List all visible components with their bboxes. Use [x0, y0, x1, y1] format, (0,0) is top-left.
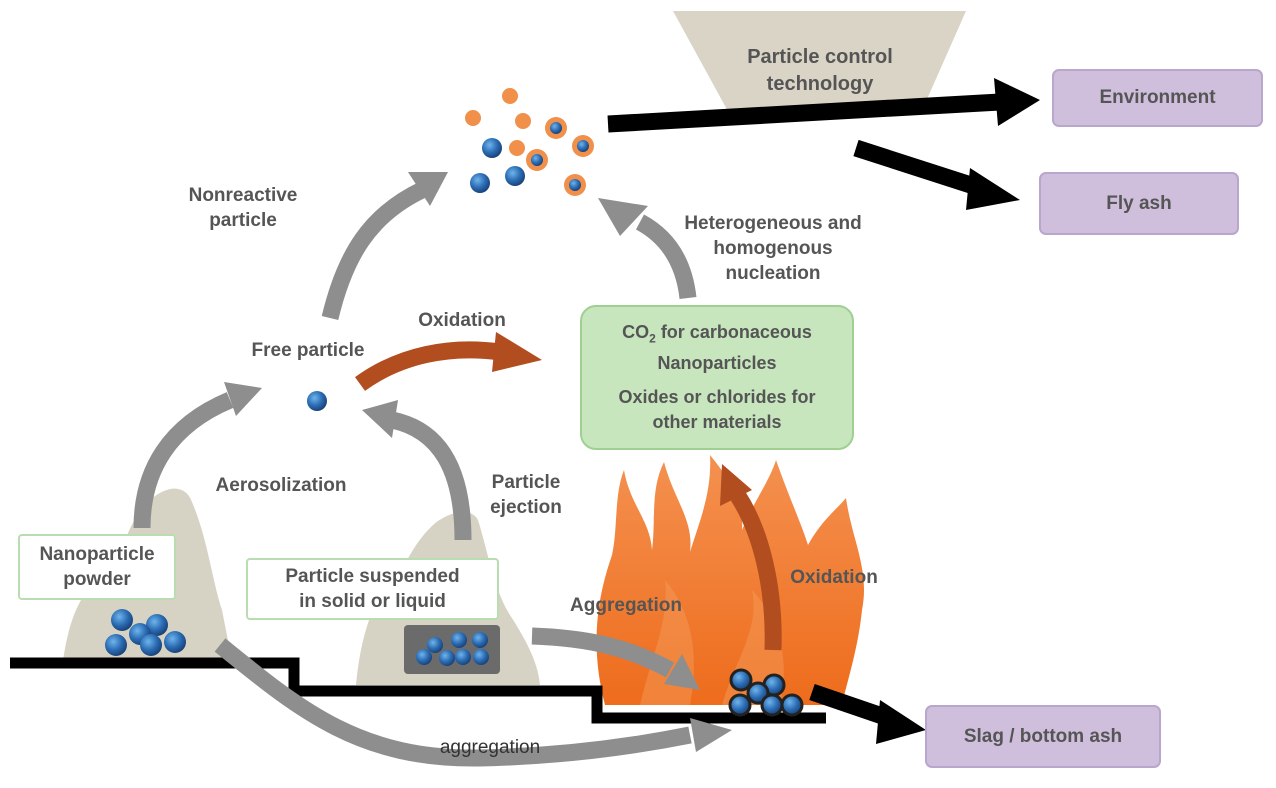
free-particle-text: Free particle — [251, 340, 365, 361]
particle-control-funnel — [673, 11, 966, 115]
co2-rest: for carbonaceous — [655, 321, 812, 342]
aggregate-particles — [728, 668, 804, 717]
particle-suspended-box: Particle suspended in solid or liquid — [246, 558, 499, 620]
environment-box: Environment — [1052, 69, 1263, 127]
nonreactive-line1: Nonreactive — [188, 185, 298, 206]
aerosolization-arrow — [133, 392, 234, 529]
nonreactive-particle-label: Nonreactive particle — [178, 183, 308, 233]
products-line3: Oxides or chlorides for — [618, 387, 816, 408]
particle-ejection-label: Particle ejection — [476, 470, 576, 520]
control-line2: technology — [766, 73, 874, 95]
nucleation-label: Heterogeneous and homogenous nucleation — [658, 211, 888, 286]
aggregation-lower-arrow — [214, 638, 692, 767]
powder-line2: powder — [63, 569, 131, 590]
control-line1: Particle control — [747, 46, 893, 68]
oxidation-top-label: Oxidation — [402, 308, 522, 333]
black-arrowheads — [876, 78, 1040, 744]
powder-particles — [105, 609, 186, 656]
aggregation-upper-arrow — [531, 627, 675, 678]
control-technology-label: Particle control technology — [700, 44, 940, 98]
co2-prefix: CO — [622, 321, 650, 342]
oxidation-products-box: CO2 for carbonaceous Nanoparticles Oxide… — [580, 305, 854, 450]
nonreactive-line2: particle — [209, 210, 277, 231]
suspended-line2: in solid or liquid — [299, 591, 446, 612]
aggregation-upper-label: Aggregation — [556, 593, 696, 618]
gray-arrows — [133, 182, 697, 767]
suspended-line1: Particle suspended — [285, 566, 460, 587]
oxidation-fire-text: Oxidation — [790, 567, 878, 588]
free-particle — [307, 391, 327, 411]
aerosolization-text: Aerosolization — [215, 475, 347, 496]
nanoparticle-powder-box: Nanoparticle powder — [18, 534, 176, 600]
gray-arrowheads — [224, 172, 732, 752]
powder-line1: Nanoparticle — [39, 544, 155, 565]
ejection-line2: ejection — [490, 497, 562, 518]
rust-arrows — [355, 341, 782, 651]
nucleation-line2: homogenous — [713, 238, 833, 259]
oxidation-fire-label: Oxidation — [774, 565, 894, 590]
aggregation-upper-text: Aggregation — [570, 595, 682, 616]
aerosolization-label: Aerosolization — [196, 473, 366, 498]
environment-label: Environment — [1099, 87, 1216, 108]
aggregation-lower-label: aggregation — [420, 735, 560, 760]
particle-container — [404, 625, 500, 674]
co2-subscript: 2 — [649, 331, 656, 346]
nucleation-line1: Heterogeneous and — [684, 213, 862, 234]
nucleation-arrow — [635, 214, 697, 300]
particle-cloud — [465, 88, 594, 196]
products-line2: Nanoparticles — [657, 353, 777, 374]
ejection-arrow — [389, 411, 472, 541]
aggregation-lower-text: aggregation — [439, 737, 541, 758]
slag-label: Slag / bottom ash — [963, 725, 1123, 747]
nonreactive-arrow — [321, 182, 426, 320]
slag-box: Slag / bottom ash — [925, 705, 1161, 768]
rust-arrowheads — [492, 332, 752, 506]
free-particle-label: Free particle — [228, 338, 388, 363]
products-co2-line: CO2 for carbonaceous — [622, 320, 812, 352]
oxidation-top-text: Oxidation — [418, 310, 506, 331]
ejection-line1: Particle — [491, 472, 561, 493]
products-line4: other materials — [652, 412, 782, 433]
fly-ash-box: Fly ash — [1039, 172, 1239, 235]
fly-ash-label: Fly ash — [1106, 192, 1172, 214]
nucleation-line3: nucleation — [725, 263, 821, 284]
black-arrows — [607, 93, 1001, 727]
suspended-particles — [416, 632, 489, 666]
